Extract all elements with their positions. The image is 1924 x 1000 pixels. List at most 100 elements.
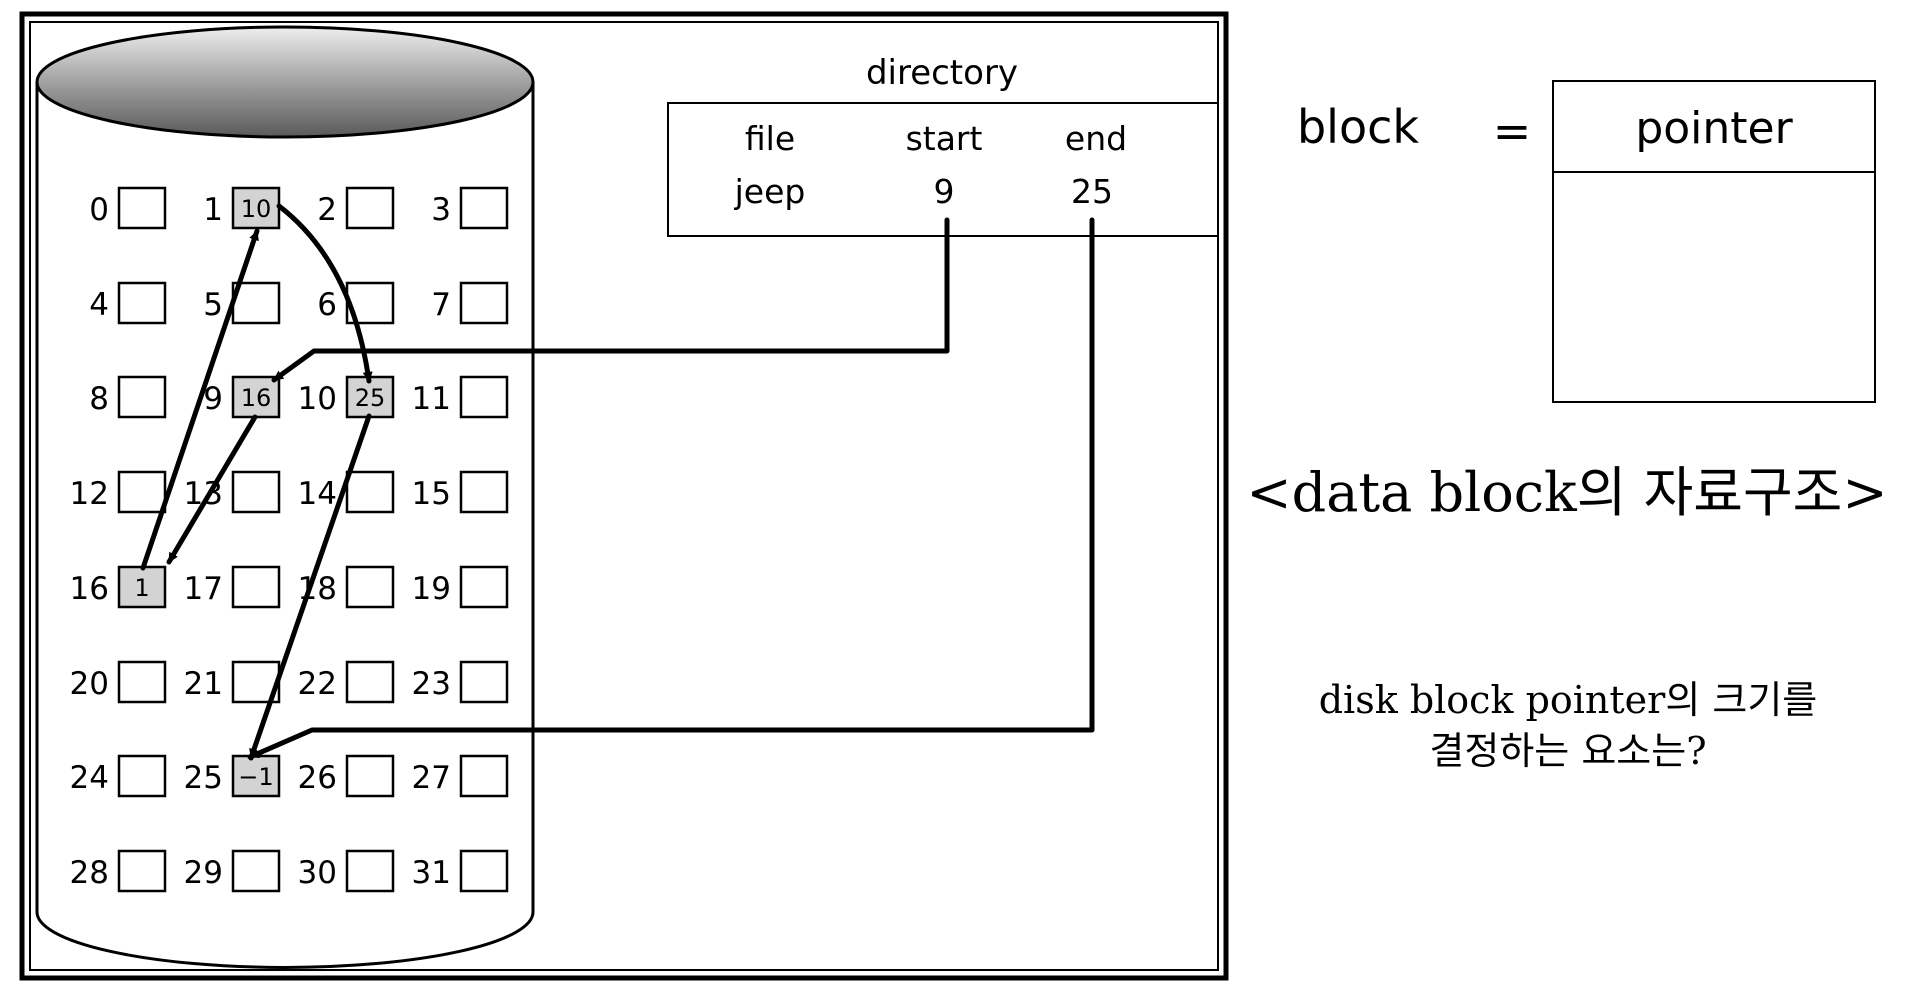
disk-block-box [231,281,281,325]
directory-title: directory [866,53,1018,93]
disk-block-number: 28 [70,855,109,891]
block-structure-caption: <data block의 자료구조> [1246,461,1887,524]
disk-block-number: 4 [89,287,109,323]
disk-cylinder-body [35,82,535,969]
arrow-directory-end-to-block-25 [247,217,1095,760]
disk-block-number: 30 [298,855,337,891]
question-text: disk block pointer의 크기를 결정하는 요소는? [1319,678,1818,773]
disk-block-number: 6 [317,287,337,323]
disk-block-box [459,470,509,514]
disk-block-27: 27 [412,754,509,798]
disk-block-box [231,470,281,514]
disk-block-box [345,660,395,704]
disk-block-box [117,849,167,893]
disk-block-box [459,375,509,419]
disk-block-15: 15 [412,470,509,514]
disk-block-number: 23 [412,666,451,702]
disk-block-number: 21 [184,666,223,702]
directory-header-file: file [745,119,795,158]
pointer-field-label: pointer [1635,103,1793,154]
disk-block-box [459,565,509,609]
disk-block-box [345,186,395,230]
directory-table: directory file start end jeep 9 25 [667,53,1219,237]
disk-block-31: 31 [412,849,509,893]
disk-block-11: 11 [412,375,509,419]
disk-block-box [117,754,167,798]
disk-block-box [117,375,167,419]
disk-block-number: 24 [70,760,109,796]
disk-block-number: 19 [412,571,451,607]
disk-block-number: 11 [412,381,451,417]
disk-block-5: 5 [203,281,281,325]
disk-block-number: 27 [412,760,451,796]
disk-block-number: 22 [298,666,337,702]
disk-block-box [459,849,509,893]
disk-block-number: 12 [70,476,109,512]
disk-block-number: 31 [412,855,451,891]
disk-block-20: 20 [70,660,167,704]
disk-block-box [345,470,395,514]
question-line-2: 결정하는 요소는? [1429,729,1706,773]
disk-block-6: 6 [317,281,395,325]
disk-block-number: 25 [184,760,223,796]
disk-block-box [459,754,509,798]
disk-block-pointer-value: 1 [134,574,149,602]
disk-block-pointer-value: −1 [238,763,273,791]
arrow-block-10-to-block-25 [248,413,372,761]
disk-block-3: 3 [431,186,509,230]
figure-frame-outer [19,11,1229,981]
disk-block-number: 8 [89,381,109,417]
disk-block-number: 29 [184,855,223,891]
directory-start-value: 9 [934,172,955,211]
disk-block-pointer-value: 16 [241,384,272,412]
disk-block-box [345,281,395,325]
disk-cylinder [35,25,535,969]
disk-block-4: 4 [89,281,167,325]
disk-block-box [345,375,395,419]
disk-block-number: 26 [298,760,337,796]
disk-block-12: 12 [70,470,167,514]
disk-block-17: 17 [184,565,281,609]
disk-block-0: 0 [89,186,167,230]
disk-block-number: 15 [412,476,451,512]
figure-frame-inner [29,21,1219,971]
disk-block-number: 16 [70,571,109,607]
disk-block-box [231,849,281,893]
disk-block-box [345,754,395,798]
disk-block-19: 19 [412,565,509,609]
disk-block-pointer-value: 25 [355,384,386,412]
disk-block-number: 9 [203,381,223,417]
disk-block-14: 14 [298,470,395,514]
disk-block-number: 2 [317,192,337,228]
disk-block-25: 25 −1 [184,754,281,798]
question-line-1: disk block pointer의 크기를 [1319,678,1818,722]
disk-block-number: 7 [431,287,451,323]
disk-block-box [117,186,167,230]
directory-box [667,102,1219,237]
equals-sign: = [1493,104,1532,158]
directory-header-start: start [906,119,983,158]
directory-file-value: jeep [734,172,806,211]
disk-block-number: 3 [431,192,451,228]
disk-block-number: 5 [203,287,223,323]
disk-block-box [117,281,167,325]
disk-block-box [117,660,167,704]
disk-block-number: 0 [89,192,109,228]
disk-block-23: 23 [412,660,509,704]
disk-block-box [459,186,509,230]
disk-block-26: 26 [298,754,395,798]
disk-block-28: 28 [70,849,167,893]
disk-block-box [117,470,167,514]
disk-block-box [231,565,281,609]
arrow-block-1-to-block-10 [276,203,373,384]
disk-block-number: 14 [298,476,337,512]
directory-end-value: 25 [1071,172,1113,211]
disk-block-24: 24 [70,754,167,798]
disk-block-pointer-value: 10 [241,195,272,223]
disk-block-29: 29 [184,849,281,893]
block-label: block [1297,100,1419,154]
disk-block-number: 1 [203,192,223,228]
